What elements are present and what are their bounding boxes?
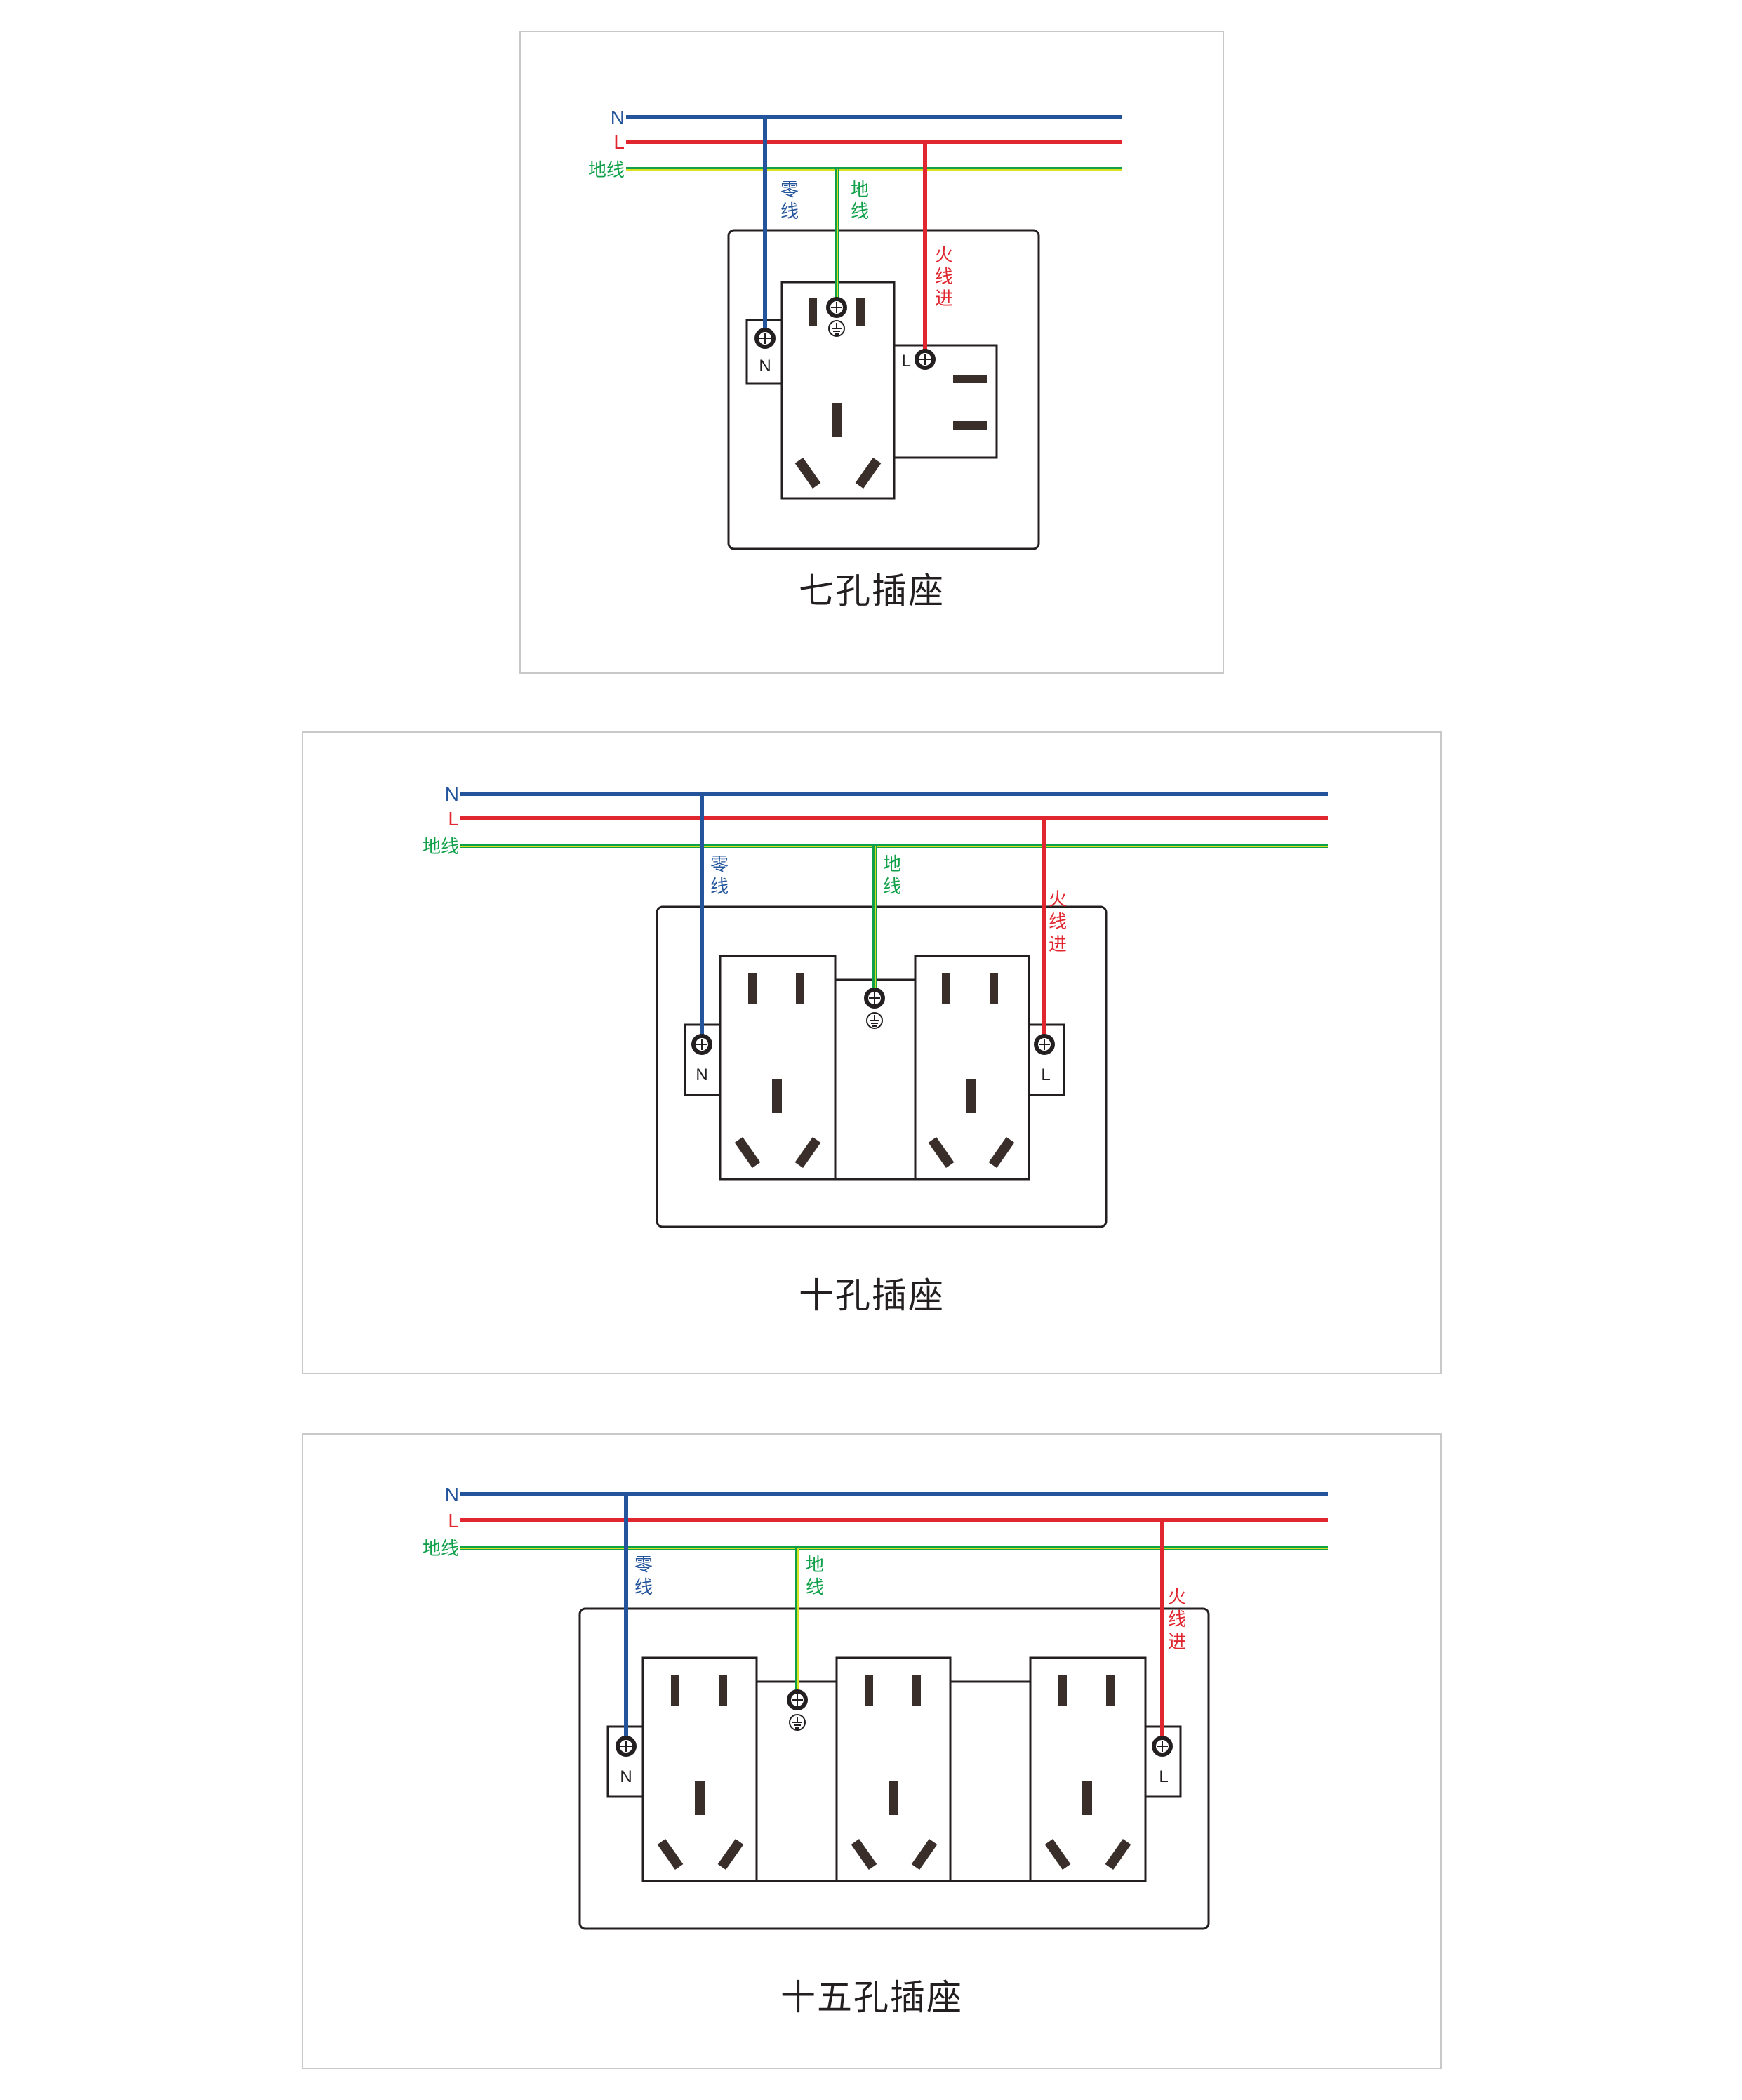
socket-hole bbox=[990, 973, 998, 1004]
n-terminal-screw bbox=[754, 328, 776, 349]
l-terminal-screw bbox=[915, 349, 936, 370]
socket-hole bbox=[966, 1079, 976, 1113]
socket-hole bbox=[809, 298, 817, 326]
socket-hole bbox=[856, 298, 865, 326]
socket-hole bbox=[953, 421, 987, 430]
diagram-title: 十孔插座 bbox=[799, 1275, 945, 1316]
bus-label-earth: 地线 bbox=[423, 837, 459, 858]
wire-label-live: 进 bbox=[1168, 1632, 1186, 1653]
terminal-label-l: L bbox=[902, 352, 911, 371]
wire-label-earth: 地 bbox=[806, 1555, 824, 1576]
terminal-label-l: L bbox=[1041, 1065, 1050, 1084]
diagram-panel-fifteen-hole: N L 地线 bbox=[302, 1433, 1442, 2069]
wire-label-live: 进 bbox=[935, 288, 953, 310]
wire-label-live: 火 bbox=[1049, 889, 1067, 910]
wiring-diagram: N L 地线 N L 零 线 地 线 bbox=[588, 107, 1122, 550]
bus-label-earth: 地线 bbox=[423, 1539, 459, 1560]
diagram-title: 七孔插座 bbox=[799, 571, 945, 611]
terminal-label-n: N bbox=[620, 1767, 632, 1786]
wire-label-earth: 线 bbox=[883, 877, 901, 898]
wire-label-neutral: 零 bbox=[780, 180, 799, 201]
socket-hole bbox=[772, 1079, 782, 1113]
wire-label-earth: 地 bbox=[851, 180, 869, 201]
socket-hole bbox=[695, 1781, 705, 1815]
socket-hole bbox=[1058, 1675, 1067, 1706]
wire-label-neutral: 线 bbox=[780, 201, 799, 222]
diagram-panel-ten-hole: N L 地线 N L 零 线 bbox=[302, 731, 1442, 1374]
wiring-diagram: N L 地线 bbox=[423, 1484, 1328, 1930]
bus-label-n: N bbox=[611, 107, 625, 128]
n-terminal-screw bbox=[616, 1736, 637, 1757]
wiring-diagram: N L 地线 N L 零 线 bbox=[423, 783, 1328, 1228]
socket-hole bbox=[748, 973, 757, 1004]
wire-label-neutral: 线 bbox=[710, 877, 729, 898]
wire-label-live: 火 bbox=[1168, 1587, 1186, 1608]
wire-label-live: 火 bbox=[935, 245, 953, 266]
wire-label-live: 线 bbox=[935, 267, 953, 288]
bus-label-l: L bbox=[448, 1510, 459, 1531]
l-terminal-screw bbox=[1034, 1034, 1055, 1055]
socket-hole bbox=[942, 973, 950, 1004]
socket-hole bbox=[717, 1838, 744, 1870]
terminal-label-l: L bbox=[1159, 1767, 1168, 1786]
earth-terminal-screw bbox=[864, 988, 885, 1009]
socket-hole bbox=[928, 1136, 955, 1169]
center-strip bbox=[834, 978, 917, 1181]
earth-terminal-screw bbox=[787, 1689, 808, 1710]
wire-label-live: 进 bbox=[1049, 934, 1067, 955]
terminal-label-n: N bbox=[696, 1065, 707, 1084]
bus-label-l: L bbox=[448, 808, 459, 830]
earth-terminal-screw bbox=[826, 297, 847, 318]
wire-label-live: 线 bbox=[1168, 1609, 1186, 1630]
socket-hole bbox=[1082, 1781, 1092, 1815]
socket-hole bbox=[851, 1838, 877, 1870]
wire-label-earth: 线 bbox=[806, 1577, 824, 1598]
two-hole-module bbox=[893, 344, 998, 459]
bus-label-earth: 地线 bbox=[588, 160, 625, 181]
socket-hole bbox=[1044, 1838, 1071, 1870]
socket-hole bbox=[988, 1136, 1015, 1169]
socket-hole bbox=[719, 1675, 727, 1706]
socket-hole bbox=[912, 1675, 921, 1706]
ground-symbol-icon bbox=[789, 1714, 806, 1731]
bus-label-l: L bbox=[613, 131, 625, 153]
bus-label-n: N bbox=[445, 783, 459, 805]
socket-hole bbox=[953, 375, 987, 383]
terminal-label-n: N bbox=[759, 357, 771, 376]
socket-hole bbox=[855, 457, 882, 489]
wire-label-live: 线 bbox=[1049, 912, 1067, 933]
socket-hole bbox=[796, 973, 804, 1004]
wire-label-neutral: 线 bbox=[634, 1577, 653, 1598]
socket-hole bbox=[832, 403, 842, 437]
diagram-panel-seven-hole: N L 地线 N L 零 线 地 线 bbox=[519, 31, 1224, 674]
bus-label-n: N bbox=[445, 1484, 459, 1506]
socket-hole bbox=[794, 457, 821, 489]
socket-hole bbox=[1106, 1675, 1115, 1706]
l-terminal-screw bbox=[1152, 1736, 1173, 1757]
socket-hole bbox=[1105, 1838, 1131, 1870]
wire-label-neutral: 零 bbox=[710, 854, 729, 875]
wire-label-neutral: 零 bbox=[634, 1555, 653, 1576]
socket-hole bbox=[657, 1838, 684, 1870]
socket-hole bbox=[671, 1675, 679, 1706]
socket-hole bbox=[734, 1136, 761, 1169]
wire-label-earth: 地 bbox=[883, 854, 901, 875]
wire-label-earth: 线 bbox=[851, 201, 869, 222]
socket-hole bbox=[865, 1675, 873, 1706]
socket-hole bbox=[911, 1838, 938, 1870]
ground-symbol-icon bbox=[828, 320, 845, 337]
socket-hole bbox=[889, 1781, 898, 1815]
socket-hole bbox=[794, 1136, 821, 1169]
diagram-title: 十五孔插座 bbox=[780, 1977, 963, 2018]
ground-symbol-icon bbox=[866, 1012, 883, 1029]
n-terminal-screw bbox=[691, 1034, 712, 1055]
